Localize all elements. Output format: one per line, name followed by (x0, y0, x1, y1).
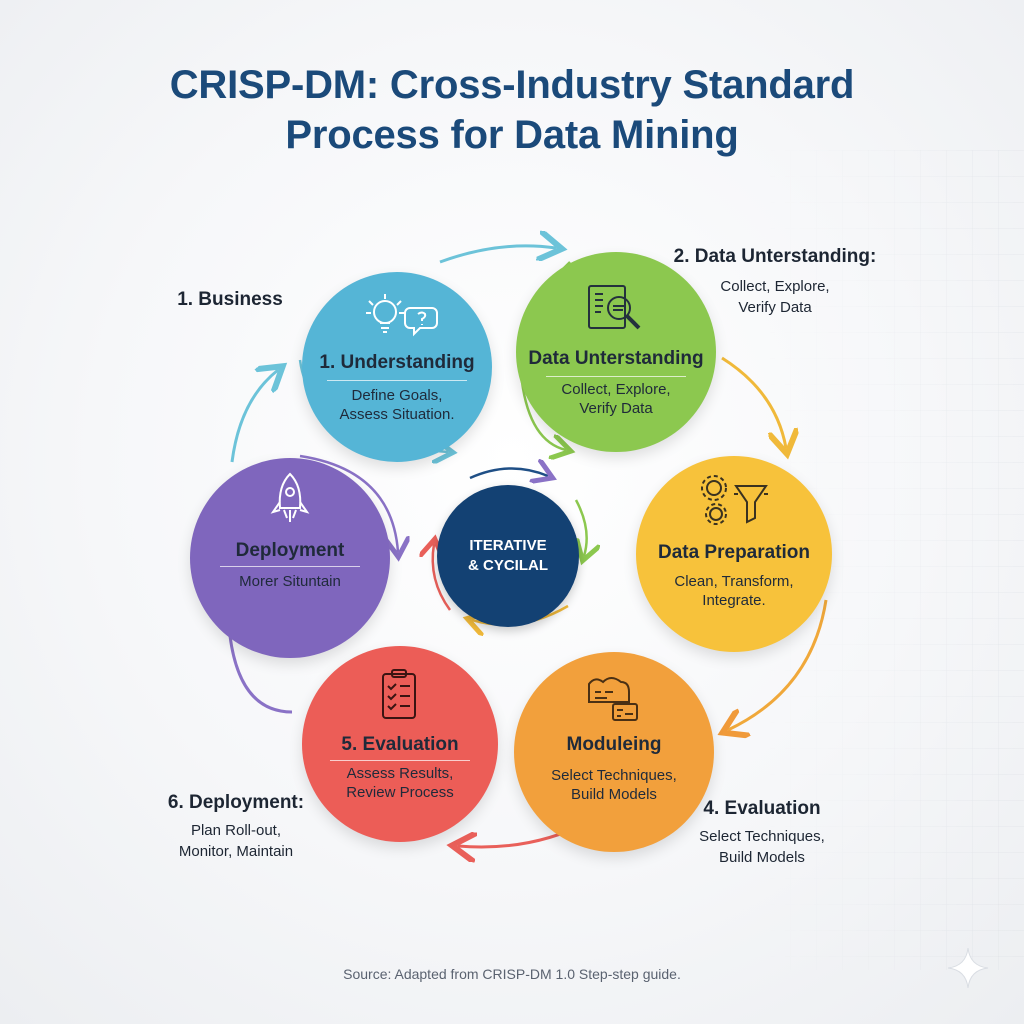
divider (220, 566, 360, 567)
phase-desc: Morer Situntain (239, 573, 341, 590)
phase-name: Moduleing (566, 734, 662, 755)
divider (330, 760, 470, 761)
arrow-business-to-data (439, 246, 556, 264)
arrow-deploy-inner (299, 454, 398, 552)
phase-desc: Collect, Explore, Verify Data (561, 381, 671, 417)
phase-name: Deployment (235, 540, 345, 561)
label-business: 1. Business (177, 289, 283, 310)
rocket-icon (190, 472, 390, 534)
phase-business-understanding: 1. Understanding Define Goals, Assess Si… (302, 272, 492, 462)
code-board-icon (514, 674, 714, 730)
phase-name: Data Unterstanding (528, 348, 704, 369)
divider (546, 376, 686, 377)
center-line-1: ITERATIVE (469, 537, 547, 554)
source-caption: Source: Adapted from CRISP-DM 1.0 Step-s… (343, 966, 681, 982)
center-hub: ITERATIVE & CYCILAL (437, 485, 579, 627)
arrow-prep-to-model (728, 599, 828, 730)
label-data-understanding: 2. Data Unterstanding: Collect, Explore,… (673, 246, 877, 316)
phase-evaluation: 5. Evaluation Assess Results, Review Pro… (302, 646, 498, 842)
phase-desc: Clean, Transform, Integrate. (674, 573, 794, 609)
divider (327, 380, 467, 381)
arrow-deploy-to-business (230, 370, 278, 463)
phase-data-understanding: Data Unterstanding Collect, Explore, Ver… (516, 252, 716, 452)
document-magnifier-icon (516, 282, 716, 342)
page-title: CRISP-DM: Cross-Industry Standard Proces… (0, 60, 1024, 160)
clipboard-checklist-icon (302, 668, 498, 724)
sparkle-icon (947, 947, 989, 989)
inner-arrow-right (576, 499, 587, 556)
gears-funnel-icon (636, 472, 832, 532)
phase-modeling: Moduleing Select Techniques, Build Model… (514, 652, 714, 852)
label-evaluation: 4. Evaluation Select Techniques, Build M… (699, 798, 825, 866)
inner-arrow-left (433, 544, 452, 611)
title-line-2: Process for Data Mining (285, 113, 739, 157)
phase-desc: Assess Results, Review Process (346, 765, 454, 801)
phase-name: Data Preparation (657, 542, 811, 563)
center-line-2: & CYCILAL (468, 557, 548, 574)
lightbulb-question-icon (302, 292, 492, 342)
arrow-eval-to-deploy (228, 635, 293, 714)
phase-data-preparation: Data Preparation Clean, Transform, Integ… (636, 456, 832, 652)
arrow-data-to-prep (721, 356, 786, 448)
phase-desc: Select Techniques, Build Models (551, 767, 677, 803)
label-deployment: 6. Deployment: Plan Roll-out, Monitor, M… (167, 792, 305, 860)
inner-arrow-top (469, 468, 548, 478)
phase-name: 5. Evaluation (341, 734, 459, 755)
phase-desc: Define Goals, Assess Situation. (339, 387, 455, 423)
phase-name: 1. Understanding (319, 352, 475, 373)
title-line-1: CRISP-DM: Cross-Industry Standard (169, 63, 855, 107)
phase-deployment: Deployment Morer Situntain (190, 458, 390, 658)
